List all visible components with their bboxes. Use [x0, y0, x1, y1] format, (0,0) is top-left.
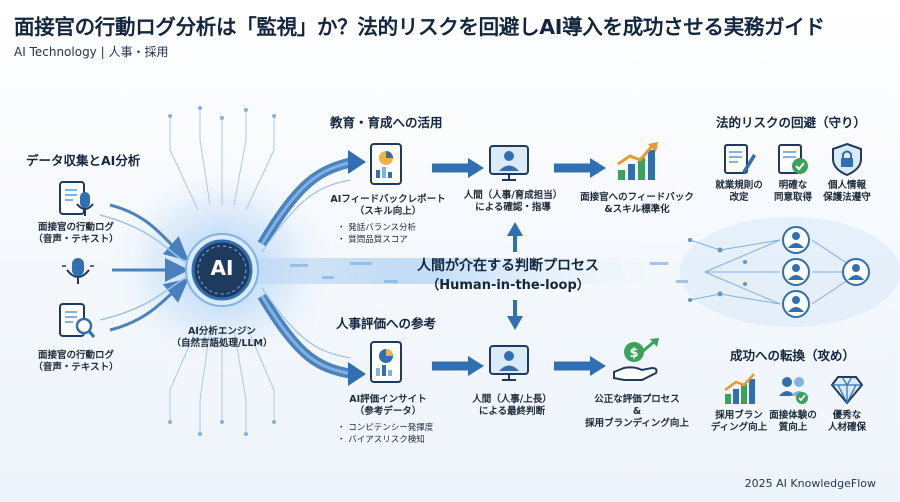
human-monitor-icon: [489, 145, 529, 181]
microphone-icon: [62, 258, 94, 284]
svg-text:$: $: [629, 346, 638, 361]
education-heading: 教育・育成への活用: [330, 115, 443, 130]
ai-core-label: AI: [210, 256, 234, 280]
success-heading: 成功への転換（攻め）: [730, 348, 856, 363]
page-subtitle: AI Technology | 人事・採用: [14, 45, 169, 59]
manager-monitor-icon: [489, 345, 529, 381]
edu-result-label: 面接官へのフィードバック &スキル標準化: [580, 192, 694, 215]
insight-label: AI評価インサイト （参考データ）: [349, 394, 427, 417]
footer-credit: 2025 AI KnowledgeFlow: [744, 477, 876, 490]
log-bottom-label: 面接官の行動ログ （音声・テキスト）: [33, 350, 119, 373]
success-item-experience: 面接体験の 質向上: [769, 410, 817, 433]
success-item-talent: 優秀な 人材確保: [827, 410, 866, 433]
shield-lock-icon: [832, 142, 862, 176]
ai-core-icon: [185, 233, 259, 307]
legal-heading: 法的リスクの回避（守り）: [716, 115, 867, 130]
report-bullets: ・ 発話バランス分析 ・ 質問品質スコア: [337, 223, 417, 245]
people-network-icon: [782, 226, 870, 318]
legal-item-privacy: 個人情報 保護法遵守: [823, 180, 871, 203]
evaluation-heading: 人事評価への参考: [336, 316, 437, 331]
success-item-branding: 採用ブラン ディング向上: [710, 410, 768, 433]
money-hand-icon: $: [613, 338, 659, 381]
page-title: 面接官の行動ログ分析は「監視」か？法的リスクを回避しAI導入を成功させる実務ガイ…: [14, 15, 825, 39]
document-pen-icon: [724, 144, 756, 174]
diamond-icon: [830, 376, 864, 405]
ai-engine-label: AI分析エンジン （自然言語処理/LLM）: [171, 326, 273, 349]
eval-result-label: 公正な評価プロセス & 採用ブランディング向上: [585, 394, 689, 429]
consent-check-icon: [778, 144, 808, 174]
report-label: AIフィードバックレポート （スキル向上）: [330, 194, 446, 217]
legal-item-consent: 明確な 同意取得: [773, 180, 812, 203]
document-search-icon: [59, 303, 96, 338]
growth-chart-icon: [724, 373, 755, 404]
log-top-label: 面接官の行動ログ （音声・テキスト）: [33, 222, 119, 245]
report-chart-icon: [370, 143, 402, 185]
document-mic-icon: [59, 181, 94, 216]
growth-bars-icon: [617, 142, 658, 180]
edu-human-label: 人間（人事/育成担当） による確認・指導: [463, 190, 563, 213]
legal-item-rules: 就業規則の 改定: [715, 180, 763, 203]
insight-bullets: ・ コンピテンシー発揮度 ・ バイアスリスク検知: [337, 423, 434, 445]
insight-report-icon: [370, 341, 402, 383]
eval-human-label: 人間（人事/上長） による最終判断: [472, 394, 552, 417]
data-collection-heading: データ収集とAI分析: [26, 153, 141, 168]
people-quality-icon: [779, 377, 808, 404]
human-in-the-loop-label: 人間が介在する判断プロセス （Human-in-the-loop）: [417, 258, 599, 293]
